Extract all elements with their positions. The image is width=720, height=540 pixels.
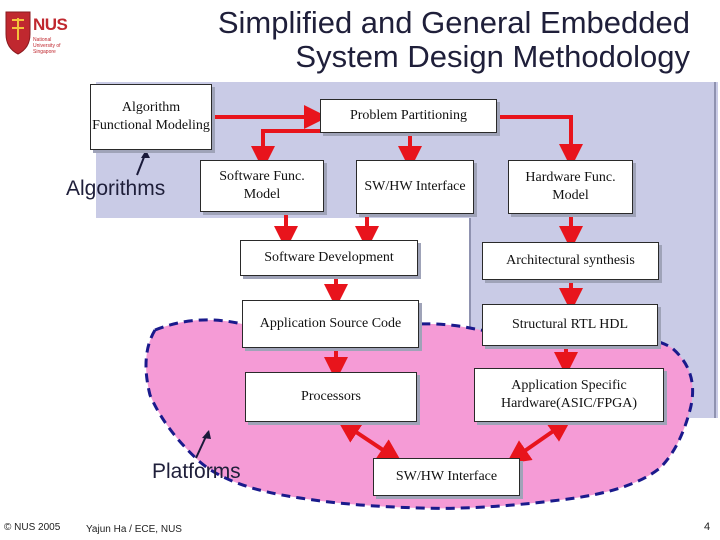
copyright-text: © NUS 2005 bbox=[4, 522, 61, 533]
arrow-partition-to-sw bbox=[251, 129, 320, 170]
arrow-asic-interface bbox=[506, 418, 572, 464]
arrow-partition-to-hw bbox=[496, 115, 583, 168]
platforms-label: Platforms bbox=[152, 460, 241, 483]
page-number: 4 bbox=[704, 521, 711, 533]
algorithms-label: Algorithms bbox=[66, 177, 166, 200]
processors-box: Processors bbox=[245, 372, 417, 422]
swhw-interface-top-box: SW/HW Interface bbox=[356, 160, 474, 214]
swhw-interface-bottom-box: SW/HW Interface bbox=[373, 458, 520, 496]
application-source-box: Application Source Code bbox=[242, 300, 419, 348]
software-development-box: Software Development bbox=[240, 240, 418, 276]
asic-fpga-box: Application Specific Hardware(ASIC/FPGA) bbox=[474, 368, 664, 422]
architectural-synthesis-box: Architectural synthesis bbox=[482, 242, 659, 280]
software-model-box: Software Func. Model bbox=[200, 160, 324, 212]
problem-partitioning-box: Problem Partitioning bbox=[320, 99, 497, 133]
hardware-model-box: Hardware Func. Model bbox=[508, 160, 633, 214]
logo-subtext: National University of Singapore bbox=[33, 37, 61, 55]
slide-title: Simplified and General Embedded System D… bbox=[217, 5, 690, 74]
nus-crest-icon bbox=[5, 11, 31, 55]
arrow-processors-interface bbox=[337, 419, 402, 463]
author-text: Yajun Ha / ECE, NUS bbox=[86, 524, 182, 535]
structural-rtl-box: Structural RTL HDL bbox=[482, 304, 658, 346]
algorithm-model-box: Algorithm Functional Modeling bbox=[90, 84, 212, 150]
nus-logo: NUS National University of Singapore bbox=[4, 6, 70, 58]
logo-text: NUS bbox=[33, 15, 68, 34]
